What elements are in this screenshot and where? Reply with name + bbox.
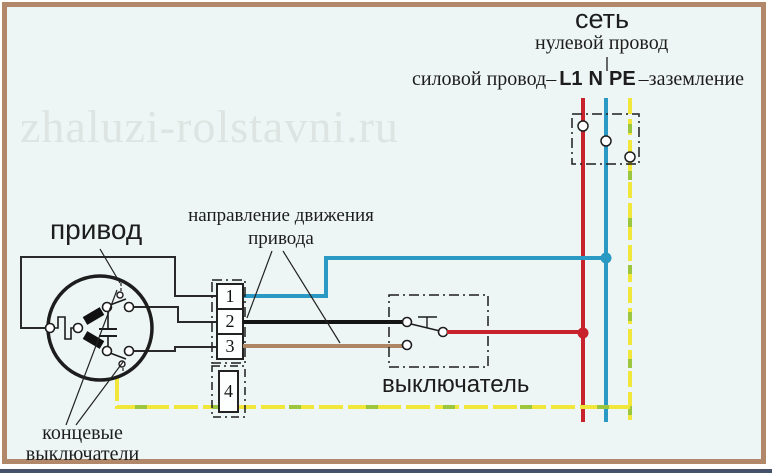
terminal-4-outline: [211, 365, 246, 418]
motor-wire-3: [131, 346, 217, 352]
limit-contact-bottom: [123, 345, 135, 357]
terminal-1-box: [216, 283, 244, 310]
limit-switches-label: концевые выключатели: [5, 423, 160, 465]
power-wire-label: силовой провод: [412, 68, 547, 90]
switch-contact-bottom: [401, 339, 413, 351]
direction-leader-black: [246, 250, 273, 319]
limit-switch-top-lever: [109, 298, 127, 306]
site-watermark: zhaluzi-rolstavni.ru: [20, 101, 399, 152]
diagram-frame: [2, 2, 766, 464]
neutral-junction-dot: [600, 252, 612, 264]
ground-label: заземление: [648, 68, 745, 90]
screenshot-bottom-edge: [0, 469, 772, 473]
dash-right: –: [638, 68, 649, 90]
limit-switches-label-line2: выключатели: [25, 443, 140, 465]
motor-terminal-left: [44, 322, 56, 334]
mains-title: сеть: [575, 4, 630, 34]
junction-terminal-n: [600, 135, 612, 147]
motor-symbol: [44, 274, 154, 382]
direction-label-line1: направление движения: [188, 205, 374, 226]
ground-wire: [115, 377, 630, 409]
direction-label: направление движения привода: [166, 204, 396, 250]
direction-label-line2: привода: [248, 228, 314, 249]
terminal-3-box: [216, 333, 244, 360]
limit-leader-bottom: [75, 361, 124, 426]
terminal-number-1: 1: [225, 286, 235, 306]
winding-lower: [82, 331, 105, 349]
terminal-label-l1: L1: [559, 68, 583, 90]
dash-left: –: [546, 68, 557, 90]
direction-leader-brown: [282, 250, 341, 344]
motor-wire-1: [20, 256, 217, 329]
motor-connection-wires: [20, 256, 217, 352]
wall-switch: [243, 294, 589, 368]
terminal-4-box: [218, 370, 239, 413]
annotation-lines: [65, 248, 341, 426]
terminal-number-3: 3: [225, 336, 235, 356]
terminal-number-2: 2: [225, 311, 235, 331]
mains-junction-box: [571, 113, 640, 165]
thermal-protector: [54, 316, 74, 340]
winding-upper: [82, 307, 105, 325]
terminal-label-pe: PE: [608, 68, 636, 90]
drive-label: привод: [50, 214, 143, 245]
limit-leader-top: [65, 289, 118, 426]
phase-junction-dot: [577, 327, 589, 339]
motor-node-center: [72, 322, 84, 334]
drive-leader: [99, 248, 121, 284]
limit-actuator-top: [116, 291, 124, 299]
terminal-number-4: 4: [224, 381, 233, 401]
switch-lever: [410, 323, 441, 332]
terminal-4-block: [211, 365, 246, 418]
switch-label: выключатель: [382, 371, 530, 398]
blue-wire-terminal1-to-neutral: [243, 256, 604, 298]
motor-wire-2: [131, 306, 217, 323]
neutral-wire-label: нулевой провод: [535, 32, 669, 54]
switch-contact-top: [401, 316, 413, 328]
switch-contact-common: [437, 326, 449, 338]
junction-terminal-pe: [624, 151, 636, 163]
ground-wire-green-stripes: [115, 377, 630, 409]
limit-switch-bottom-lever: [109, 352, 127, 360]
junction-terminal-l1: [577, 120, 589, 132]
limit-switches-label-line1: концевые: [42, 422, 123, 444]
ground-wire-yellow: [115, 377, 630, 409]
motor-node-bottom: [101, 345, 113, 357]
terminal-label-n: N: [588, 68, 603, 90]
limit-contact-top: [123, 301, 135, 313]
